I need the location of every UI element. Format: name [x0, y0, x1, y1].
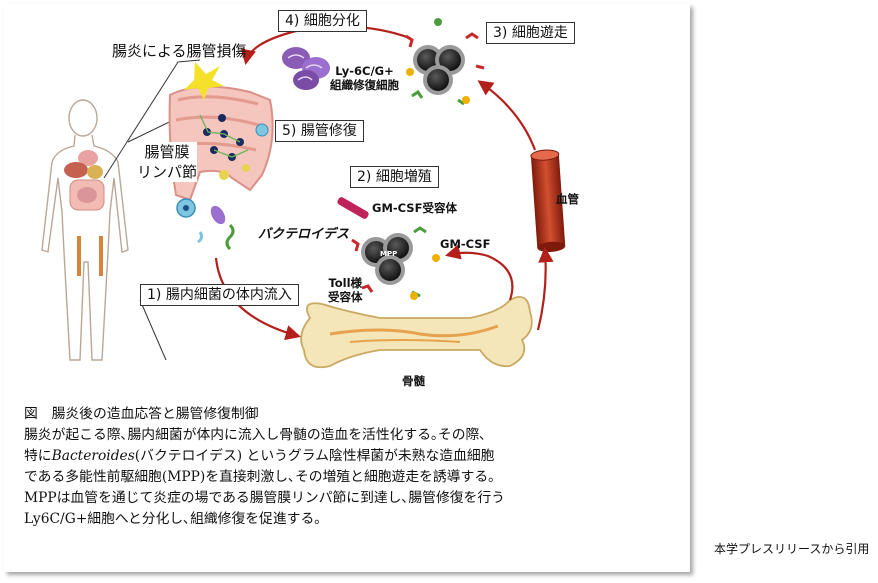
figure-caption: 図 腸炎後の造血応答と腸管修復制御 腸炎が起こる際､腸内細菌が体内に流入し骨髄の…: [24, 404, 674, 530]
lymph-node-label: 腸管膜 リンパ節: [137, 142, 198, 182]
mpp-label: MPP: [380, 250, 398, 258]
source-credit: 本学プレスリリースから引用: [714, 542, 870, 556]
human-body-outline: [41, 99, 129, 361]
step3-box: 3) 細胞遊走: [486, 22, 575, 44]
blood-vessel: [530, 149, 566, 252]
figure-frame: [4, 4, 690, 572]
intestinal-damage-label: 腸炎による腸管損傷: [112, 42, 247, 60]
caption-line2-italic: Bacteroides: [51, 448, 135, 464]
caption-line5: Ly6C/G+細胞へと分化し､組織修復を促進する｡: [24, 511, 322, 527]
ly6c-label-line2: 組織修復細胞: [330, 78, 399, 92]
step1-box: 1) 腸内細菌の体内流入: [140, 284, 299, 306]
toll-label-line1: Toll様: [328, 276, 363, 290]
bone-illustration: [300, 296, 533, 369]
bone-marrow-label: 骨髄: [402, 374, 425, 388]
ly6c-label: Ly-6C/G+ 組織修復細胞: [330, 64, 399, 92]
mpp-cluster-migration: [405, 18, 485, 106]
caption-title: 図 腸炎後の造血応答と腸管修復制御: [24, 406, 259, 422]
lymph-node-label-line2: リンパ節: [137, 163, 198, 181]
gmcsf-receptor-label: GM-CSF受容体: [372, 201, 457, 215]
bacteria-group: [176, 197, 369, 251]
caption-line1: 腸炎が起こる際､腸内細菌が体内に流入し骨髄の造血を活性化する｡その際､: [24, 427, 487, 443]
caption-line3: である多能性前駆細胞(MPP)を直接刺激し､その増殖と細胞遊走を誘導する｡: [24, 469, 496, 485]
bacteroides-label: バクテロイデス: [258, 227, 350, 242]
step4-box: 4) 細胞分化: [278, 10, 367, 32]
lymph-node-label-line1: 腸管膜: [144, 143, 190, 161]
blood-vessel-label: 血管: [556, 192, 579, 206]
caption-line2-prefix: 特に: [24, 448, 52, 464]
toll-label-line2: 受容体: [328, 290, 363, 304]
toll-receptor-label: Toll様 受容体: [328, 276, 363, 304]
gmcsf-label: GM-CSF: [440, 237, 491, 251]
caption-line2-suffix: (バクテロイデス) というグラム陰性桿菌が未熟な造血細胞: [134, 448, 495, 464]
ly6c-label-line1: Ly-6C/G+: [335, 64, 394, 78]
caption-line4: MPPは血管を通じて炎症の場である腸管膜リンパ節に到達し､腸管修復を行う: [24, 490, 505, 506]
step2-box: 2) 細胞増殖: [350, 166, 439, 188]
ly6c-cells: [282, 47, 330, 90]
step5-box: 5) 腸管修復: [275, 120, 364, 142]
human-organs: [64, 150, 105, 276]
caption-line2: 特にBacteroides(バクテロイデス) というグラム陰性桿菌が未熟な造血細…: [24, 446, 674, 467]
mpp-cluster-proliferation: [351, 226, 440, 300]
